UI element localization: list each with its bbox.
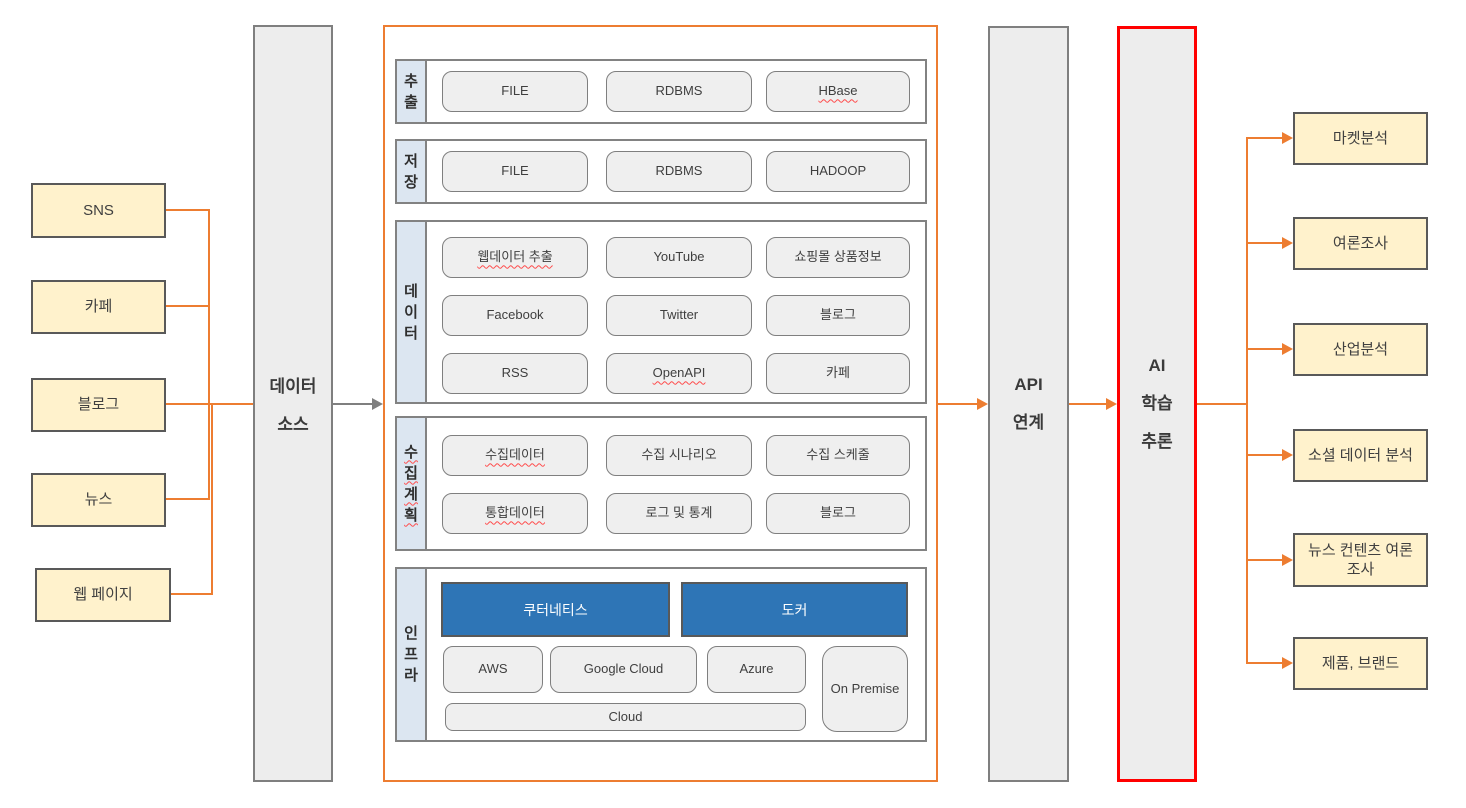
row-label-storage: 저장 xyxy=(397,141,427,202)
arrow-head-icon xyxy=(1282,237,1293,249)
output-box-opinion-poll: 여론조사 xyxy=(1293,217,1428,270)
data-source-pillar: 데이터 소스 xyxy=(253,25,333,782)
plan-item-integrated-data: 통합데이터 xyxy=(442,493,588,534)
connector-line xyxy=(171,593,213,595)
pipeline-row-data: 데이터 웹데이터 추출 YouTube 쇼핑몰 상품정보 Facebook Tw… xyxy=(395,220,927,404)
extract-item-rdbms: RDBMS xyxy=(606,71,752,112)
storage-item-rdbms: RDBMS xyxy=(606,151,752,192)
arrow-head-icon xyxy=(1282,449,1293,461)
extract-item-file: FILE xyxy=(442,71,588,112)
arrow-head-icon xyxy=(1282,343,1293,355)
source-box-cafe: 카페 xyxy=(31,280,166,334)
row-label-infra: 인프라 xyxy=(397,569,427,740)
arrow-head-icon xyxy=(1282,657,1293,669)
connector-line xyxy=(1248,137,1283,139)
connector-line xyxy=(166,209,210,211)
connector-line xyxy=(1246,137,1248,664)
source-box-sns: SNS xyxy=(31,183,166,238)
source-box-webpage: 웹 페이지 xyxy=(35,568,171,622)
connector-line xyxy=(1069,403,1107,405)
connector-line xyxy=(166,498,210,500)
pipeline-row-storage: 저장 FILE RDBMS HADOOP xyxy=(395,139,927,204)
connector-line xyxy=(1248,454,1283,456)
infra-item-cloud-bar: Cloud xyxy=(445,703,806,731)
connector-line xyxy=(1248,348,1283,350)
plan-item-collect-scenario: 수집 시나리오 xyxy=(606,435,752,476)
output-box-industry-analysis: 산업분석 xyxy=(1293,323,1428,376)
source-box-news: 뉴스 xyxy=(31,473,166,527)
data-item-cafe: 카페 xyxy=(766,353,910,394)
infra-item-docker: 도커 xyxy=(681,582,908,637)
connector-line xyxy=(1248,559,1283,561)
storage-item-hadoop: HADOOP xyxy=(766,151,910,192)
arrow-head-icon xyxy=(1282,132,1293,144)
data-item-rss: RSS xyxy=(442,353,588,394)
infra-item-kubernetes: 쿠터네티스 xyxy=(441,582,670,637)
infra-item-azure: Azure xyxy=(707,646,806,693)
output-box-product-brand: 제품, 브랜드 xyxy=(1293,637,1428,690)
data-item-openapi: OpenAPI xyxy=(606,353,752,394)
extract-item-hbase: HBase xyxy=(766,71,910,112)
connector-line xyxy=(1248,662,1283,664)
data-item-blog: 블로그 xyxy=(766,295,910,336)
data-item-shopping-info: 쇼핑몰 상품정보 xyxy=(766,237,910,278)
connector-line xyxy=(1197,403,1248,405)
row-label-data: 데이터 xyxy=(397,222,427,402)
data-item-web-extract: 웹데이터 추출 xyxy=(442,237,588,278)
plan-item-blog: 블로그 xyxy=(766,493,910,534)
row-label-extract: 추출 xyxy=(397,61,427,122)
ai-pillar-line3: 추론 xyxy=(1141,432,1173,451)
connector-line xyxy=(938,403,978,405)
ai-pillar-line2: 학습 xyxy=(1141,394,1173,413)
connector-line xyxy=(211,404,213,595)
arrow-head-icon xyxy=(1282,554,1293,566)
infra-item-google-cloud: Google Cloud xyxy=(550,646,697,693)
plan-item-log-stats: 로그 및 통계 xyxy=(606,493,752,534)
api-pillar-line1: API xyxy=(1014,375,1043,394)
infra-item-on-premise: On Premise xyxy=(822,646,908,732)
connector-line xyxy=(333,403,373,405)
output-box-social-data-analysis: 소셜 데이터 분석 xyxy=(1293,429,1428,482)
connector-line xyxy=(1248,242,1283,244)
pipeline-row-collection-plan: 수집계획 수집데이터 수집 시나리오 수집 스케줄 통합데이터 로그 및 통계 … xyxy=(395,416,927,551)
plan-item-collect-schedule: 수집 스케줄 xyxy=(766,435,910,476)
plan-item-collect-data: 수집데이터 xyxy=(442,435,588,476)
source-box-blog: 블로그 xyxy=(31,378,166,432)
pipeline-row-extract: 추출 FILE RDBMS HBase xyxy=(395,59,927,124)
arrow-head-icon xyxy=(977,398,988,410)
data-source-pillar-line2: 소스 xyxy=(277,415,309,434)
arrow-head-icon xyxy=(372,398,383,410)
api-link-pillar: API 연계 xyxy=(988,26,1069,782)
ai-learning-inference-pillar: AI 학습 추론 xyxy=(1117,26,1197,782)
storage-item-file: FILE xyxy=(442,151,588,192)
connector-line xyxy=(208,209,210,500)
data-source-pillar-line1: 데이터 xyxy=(269,377,317,396)
arrow-head-icon xyxy=(1106,398,1117,410)
data-item-twitter: Twitter xyxy=(606,295,752,336)
infra-item-aws: AWS xyxy=(443,646,543,693)
pipeline-row-infra: 인프라 쿠터네티스 도커 AWS Google Cloud Azure On P… xyxy=(395,567,927,742)
ai-pillar-line1: AI xyxy=(1148,356,1166,375)
pipeline-frame xyxy=(383,25,938,782)
data-item-youtube: YouTube xyxy=(606,237,752,278)
row-label-collection-plan: 수집계획 xyxy=(397,418,427,549)
connector-line xyxy=(166,305,210,307)
output-box-market-analysis: 마켓분석 xyxy=(1293,112,1428,165)
output-box-news-content-poll: 뉴스 컨텐츠 여론조사 xyxy=(1293,533,1428,587)
data-item-facebook: Facebook xyxy=(442,295,588,336)
api-pillar-line2: 연계 xyxy=(1012,413,1045,432)
